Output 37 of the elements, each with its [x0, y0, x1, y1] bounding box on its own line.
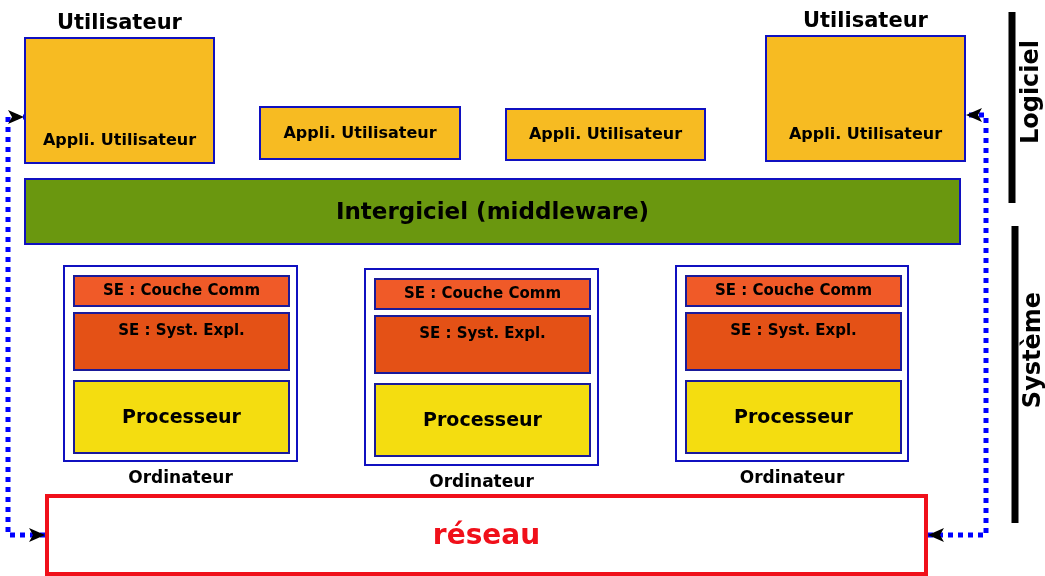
box-label: Appli. Utilisateur — [788, 125, 943, 144]
box-label: Appli. Utilisateur — [283, 123, 437, 143]
processor-box — [73, 380, 290, 454]
box-label: réseau — [432, 518, 541, 552]
layer-box — [685, 275, 902, 307]
layer-box — [374, 315, 591, 374]
box-label: Intergiciel (middleware) — [335, 198, 650, 225]
layer-box — [374, 278, 591, 310]
box-label: SE : Syst. Expl. — [118, 322, 245, 340]
computer-label: Ordinateur — [738, 467, 846, 487]
box-label: SE : Couche Comm — [404, 285, 561, 303]
user-label: Utilisateur — [802, 8, 929, 32]
processor-box — [685, 380, 902, 454]
layer-box — [73, 312, 290, 371]
application-box — [259, 106, 461, 160]
processor-box — [374, 383, 591, 457]
middleware-bar — [24, 178, 961, 245]
box-label: Processeur — [122, 406, 241, 428]
dotted-arrow — [928, 108, 989, 542]
box-label: SE : Couche Comm — [715, 282, 872, 300]
box-label: SE : Syst. Expl. — [730, 322, 857, 340]
application-box — [505, 108, 706, 161]
box-label: Processeur — [423, 409, 542, 431]
layer-box — [73, 275, 290, 307]
layer-box — [685, 312, 902, 371]
computer-label: Ordinateur — [428, 471, 535, 491]
dotted-arrow — [5, 110, 45, 542]
network-box — [45, 494, 928, 576]
layer-label: Logiciel — [1016, 39, 1044, 145]
box-label: Appli. Utilisateur — [528, 125, 683, 144]
user-label: Utilisateur — [56, 10, 183, 34]
computer-label: Ordinateur — [127, 467, 234, 487]
box-label: Appli. Utilisateur — [42, 131, 197, 150]
box-label: SE : Couche Comm — [103, 282, 260, 300]
layer-label: Système — [1018, 291, 1045, 409]
box-label: SE : Syst. Expl. — [419, 325, 546, 343]
box-label: Processeur — [734, 406, 853, 428]
